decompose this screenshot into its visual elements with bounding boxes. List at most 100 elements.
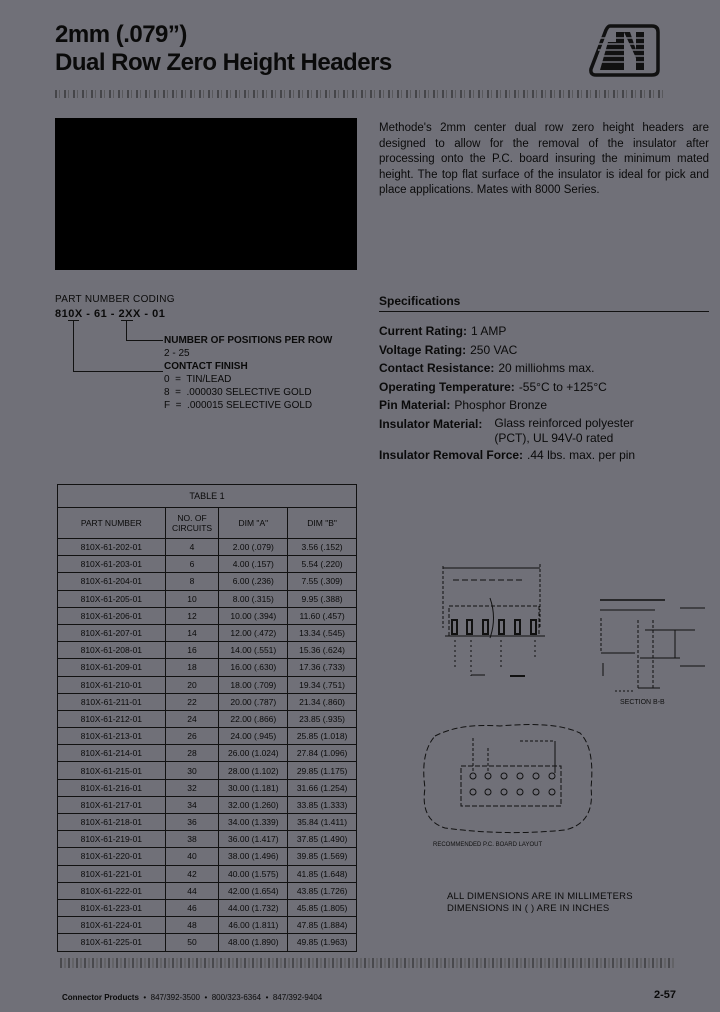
section-view-drawing: SECTION B-B xyxy=(600,599,705,706)
front-view-drawing xyxy=(442,564,545,677)
footer-phone: 847/392-9404 xyxy=(272,993,323,1002)
separator: • xyxy=(265,993,269,1002)
cell-circuits: 22 xyxy=(164,692,220,711)
finish-option: 8 = .000030 SELECTIVE GOLD xyxy=(164,387,312,398)
cell-circuits: 34 xyxy=(164,795,220,815)
spec-value: 1 AMP xyxy=(471,324,507,338)
cell-dim-b: 7.55 (.309) xyxy=(287,572,357,591)
cell-dim-b: 21.34 (.860) xyxy=(287,692,357,711)
finish-option: 0 = TIN/LEAD xyxy=(164,374,232,385)
cell-dim-b: 23.85 (.935) xyxy=(287,709,357,729)
spec-value: -55°C to +125°C xyxy=(518,379,607,394)
spec-value: 20 milliohms max. xyxy=(498,361,595,375)
page-title-line-2: Dual Row Zero Height Headers xyxy=(55,49,392,76)
cell-circuits: 28 xyxy=(164,744,220,763)
cell-circuits: 40 xyxy=(164,847,220,866)
spec-row: Insulator Material:Glass reinforced poly… xyxy=(379,415,719,446)
spec-row: Contact Resistance:20 milliohms max. xyxy=(379,359,719,378)
cell-part-number: 810X-61-205-01 xyxy=(57,589,166,608)
cell-dim-a: 2.00 (.079) xyxy=(218,537,289,557)
cell-dim-a: 18.00 (.709) xyxy=(218,675,289,694)
cell-part-number: 810X-61-218-01 xyxy=(57,812,166,832)
spec-label: Insulator Material: xyxy=(379,416,483,431)
cell-part-number: 810X-61-225-01 xyxy=(57,933,166,952)
cell-circuits: 8 xyxy=(164,572,220,591)
cell-dim-b: 27.84 (1.096) xyxy=(287,744,357,763)
cell-dim-b: 3.56 (.152) xyxy=(287,537,357,557)
cell-dim-a: 34.00 (1.339) xyxy=(218,812,289,832)
cell-dim-b: 41.85 (1.648) xyxy=(287,864,357,883)
cell-circuits: 42 xyxy=(164,864,220,883)
code-suffix: - 01 xyxy=(140,308,166,320)
positions-range: 2 - 25 xyxy=(164,348,190,359)
footer-division: Connector Products xyxy=(62,993,139,1002)
section-label: SECTION B-B xyxy=(620,699,665,706)
footer-phone: 847/392-3500 xyxy=(150,993,201,1002)
table-caption: TABLE 1 xyxy=(57,484,357,508)
cell-circuits: 14 xyxy=(164,623,220,643)
cell-dim-b: 9.95 (.388) xyxy=(287,589,357,608)
finish-option: F = .000015 SELECTIVE GOLD xyxy=(164,400,313,411)
product-photo xyxy=(55,118,357,270)
cell-part-number: 810X-61-213-01 xyxy=(57,727,166,746)
spec-value: Phosphor Bronze xyxy=(454,398,548,412)
cell-dim-b: 25.85 (1.018) xyxy=(287,727,357,746)
spec-row: Current Rating:1 AMP xyxy=(379,322,719,341)
cell-dim-a: 4.00 (.157) xyxy=(218,555,289,574)
cell-dim-b: 39.85 (1.569) xyxy=(287,847,357,866)
cell-dim-a: 16.00 (.630) xyxy=(218,658,289,677)
cell-circuits: 30 xyxy=(164,761,220,780)
cell-dim-a: 38.00 (1.496) xyxy=(218,847,289,866)
code-underline xyxy=(68,320,79,321)
code-mid: - 61 - xyxy=(82,308,119,320)
spec-label: Voltage Rating: xyxy=(379,342,467,357)
spec-row: Pin Material:Phosphor Bronze xyxy=(379,396,719,415)
cell-dim-a: 24.00 (.945) xyxy=(218,727,289,746)
cell-dim-b: 47.85 (1.884) xyxy=(287,916,357,935)
specifications-divider xyxy=(379,311,709,312)
cell-dim-b: 5.54 (.220) xyxy=(287,555,357,574)
methode-logo-icon xyxy=(589,24,660,77)
cell-circuits: 46 xyxy=(164,898,220,918)
cell-part-number: 810X-61-221-01 xyxy=(57,864,166,883)
part-number-code: 810X - 61 - 2XX - 01 xyxy=(55,308,165,320)
spec-label: Contact Resistance: xyxy=(379,361,495,375)
footer-phone: 800/323-6364 xyxy=(211,993,262,1002)
cell-dim-b: 31.66 (1.254) xyxy=(287,778,357,797)
cell-part-number: 810X-61-211-01 xyxy=(57,692,166,711)
cell-dim-a: 40.00 (1.575) xyxy=(218,864,289,883)
cell-dim-a: 8.00 (.315) xyxy=(218,589,289,608)
pcb-layout-drawing: RECOMMENDED P.C. BOARD LAYOUT xyxy=(423,724,593,848)
cell-circuits: 10 xyxy=(164,589,220,608)
cell-circuits: 36 xyxy=(164,812,220,832)
cell-dim-a: 20.00 (.787) xyxy=(218,692,289,711)
cell-dim-a: 28.00 (1.102) xyxy=(218,761,289,780)
spec-row: Voltage Rating:250 VAC xyxy=(379,341,719,360)
spec-label: Operating Temperature: xyxy=(379,379,515,394)
cell-dim-b: 43.85 (1.726) xyxy=(287,881,357,900)
cell-dim-a: 26.00 (1.024) xyxy=(218,744,289,763)
intro-paragraph: Methode's 2mm center dual row zero heigh… xyxy=(379,122,709,196)
cell-part-number: 810X-61-206-01 xyxy=(57,606,166,625)
cell-circuits: 12 xyxy=(164,606,220,625)
cell-dim-b: 33.85 (1.333) xyxy=(287,795,357,815)
code-leader-line xyxy=(126,340,163,341)
